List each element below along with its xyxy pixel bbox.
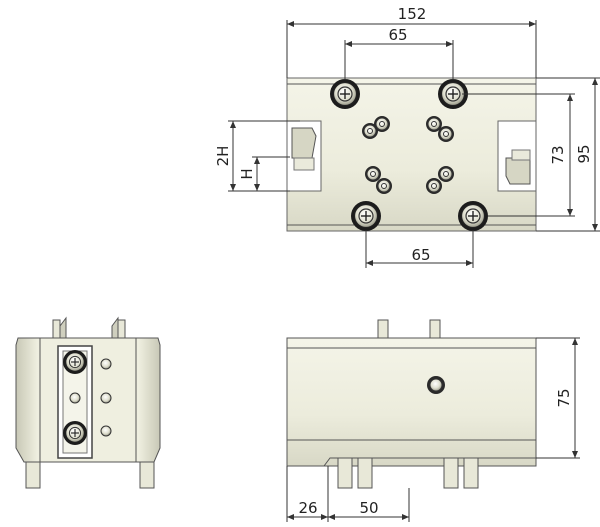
left-slot xyxy=(286,120,322,192)
side-view xyxy=(15,316,161,489)
dim-top-bolt-spacing: 65 xyxy=(388,26,407,44)
bolt-icon xyxy=(329,78,361,110)
bolt-icon xyxy=(62,420,88,446)
dim-outer-height: 95 xyxy=(575,144,593,163)
hole-icon xyxy=(100,358,112,370)
hole-icon xyxy=(100,425,112,437)
front-view xyxy=(286,319,537,489)
dim-slot-2h: 2H xyxy=(214,146,232,167)
bolt-icon xyxy=(62,349,88,375)
dim-slot-h: H xyxy=(238,168,256,179)
right-slot xyxy=(497,120,537,192)
front-view-dimensions: 75 26 50 xyxy=(286,337,580,522)
pin-icon xyxy=(437,165,455,183)
hole-icon xyxy=(100,392,112,404)
top-view-body xyxy=(286,77,537,232)
dim-front-width: 50 xyxy=(359,499,378,517)
front-view-body xyxy=(286,337,537,467)
pin-icon xyxy=(364,165,382,183)
dim-front-height: 75 xyxy=(555,388,573,407)
bolt-icon xyxy=(350,200,382,232)
dim-overall-width: 152 xyxy=(398,5,427,23)
bolt-icon xyxy=(457,200,489,232)
top-view xyxy=(286,77,537,232)
dim-bottom-bolt-spacing: 65 xyxy=(411,246,430,264)
hole-icon xyxy=(69,392,81,404)
pin-icon xyxy=(437,125,455,143)
pin-icon xyxy=(375,177,393,195)
dim-inner-height: 73 xyxy=(549,145,567,164)
pin-icon xyxy=(373,115,391,133)
top-view-dimensions: 152 65 65 73 95 2H H xyxy=(214,5,600,268)
pin-icon xyxy=(425,177,443,195)
dim-front-offset: 26 xyxy=(298,499,317,517)
